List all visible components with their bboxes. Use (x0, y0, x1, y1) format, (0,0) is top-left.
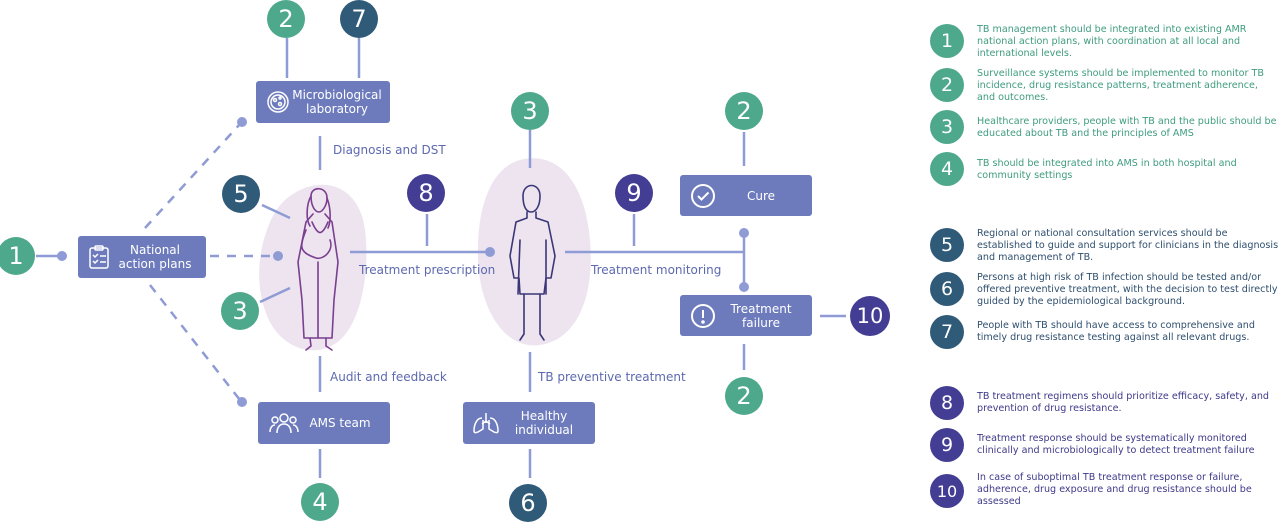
legend-item: 1 TB management should be integrated int… (930, 22, 1280, 62)
legend-item: 2 Surveillance systems should be impleme… (930, 66, 1280, 106)
connector-dot (273, 251, 283, 261)
connector-dashed-line (149, 284, 241, 401)
diagnosis-dst-label: Diagnosis and DST (333, 143, 446, 157)
badge-lab-right: 7 (340, 0, 378, 38)
doctor-background-blob (259, 184, 367, 351)
legend-item: 6 Persons at high risk of TB infection s… (930, 270, 1280, 310)
badge-failure-bottom: 2 (725, 377, 763, 415)
badge-patient-top: 3 (511, 92, 549, 130)
badge-input-1: 1 (0, 237, 35, 275)
audit-feedback-label: Audit and feedback (330, 370, 447, 384)
legend-text: Regional or national consultation servic… (977, 228, 1279, 263)
treatment-failure-node: Treatment failure (680, 295, 812, 336)
legend-item: 8 TB treatment regimens should prioritiz… (930, 386, 1280, 422)
legend-number: 6 (930, 272, 964, 306)
legend-text: People with TB should have access to com… (977, 320, 1255, 343)
ams-team-node: AMS team (258, 402, 390, 444)
legend-text: TB should be integrated into AMS in both… (977, 158, 1237, 181)
legend-number: 10 (930, 474, 964, 508)
ams-team-label: AMS team (309, 416, 371, 430)
connector-dot (57, 251, 67, 261)
legend-text: Treatment response should be systematica… (977, 433, 1255, 456)
doctor-figure-icon (297, 187, 339, 351)
legend-item: 7 People with TB should have access to c… (930, 315, 1280, 351)
legend-item: 5 Regional or national consultation serv… (930, 226, 1280, 266)
badge-prescription: 8 (407, 174, 445, 212)
patient-figure-icon (509, 184, 556, 341)
connector-line (259, 286, 291, 304)
petri-dish-icon (264, 90, 292, 114)
connector-dot (739, 282, 749, 292)
patient-background-blob (477, 158, 591, 346)
connector-dashed-line (144, 123, 241, 229)
legend-text: Surveillance systems should be implement… (977, 68, 1264, 103)
national-action-plans-label: National action plans (118, 243, 192, 271)
connector-dot (237, 117, 247, 127)
badge-lab-left: 2 (267, 0, 305, 38)
cure-node: Cure (680, 175, 812, 216)
exclamation-circle-icon (688, 303, 718, 329)
badge-cure-top: 2 (725, 92, 763, 130)
healthy-individual-label: Healthy individual (514, 409, 574, 437)
lungs-icon (471, 411, 501, 435)
diagram-canvas (36, 38, 846, 478)
legend-number: 5 (930, 228, 964, 262)
check-circle-icon (688, 183, 718, 209)
national-action-plans-node: National action plans (78, 236, 206, 278)
legend-text: In case of suboptimal TB treatment respo… (977, 472, 1252, 507)
treatment-prescription-label: Treatment prescription (359, 263, 496, 277)
connector-dot (237, 397, 247, 407)
microbiological-laboratory-label: Microbiological laboratory (292, 88, 382, 116)
legend-item: 9 Treatment response should be systemati… (930, 428, 1280, 464)
connector-dot (739, 228, 749, 238)
legend-number: 4 (930, 152, 964, 186)
cure-label: Cure (746, 188, 776, 203)
team-icon (268, 412, 300, 434)
legend-text: TB treatment regimens should prioritize … (977, 391, 1269, 414)
badge-ams-bottom: 4 (301, 483, 339, 521)
legend-number: 7 (930, 315, 964, 349)
clipboard-icon (86, 245, 112, 269)
legend-text: Persons at high risk of TB infection sho… (977, 272, 1278, 307)
legend-text: Healthcare providers, people with TB and… (977, 116, 1277, 139)
tb-preventive-treatment-label: TB preventive treatment (538, 370, 686, 384)
badge-failure-right: 10 (850, 296, 890, 336)
badge-doctor-top: 5 (222, 175, 260, 213)
badge-monitoring: 9 (615, 174, 653, 212)
legend-number: 2 (930, 68, 964, 102)
legend-number: 8 (930, 386, 964, 420)
connector-line (261, 203, 291, 220)
legend-item: 3 Healthcare providers, people with TB a… (930, 110, 1280, 146)
badge-doctor-bottom: 3 (221, 292, 259, 330)
treatment-monitoring-label: Treatment monitoring (591, 263, 722, 277)
healthy-individual-node: Healthy individual (463, 402, 595, 444)
legend-number: 3 (930, 110, 964, 144)
legend-text: TB management should be integrated into … (977, 24, 1247, 59)
legend-item: 10 In case of suboptimal TB treatment re… (930, 472, 1280, 514)
legend-item: 4 TB should be integrated into AMS in bo… (930, 152, 1280, 188)
treatment-failure-label: Treatment failure (730, 301, 792, 330)
legend-number: 1 (930, 24, 964, 58)
badge-healthy-bottom: 6 (509, 484, 547, 522)
microbiological-laboratory-node: Microbiological laboratory (256, 81, 390, 123)
legend-number: 9 (930, 428, 964, 462)
connector-dot (485, 247, 495, 257)
